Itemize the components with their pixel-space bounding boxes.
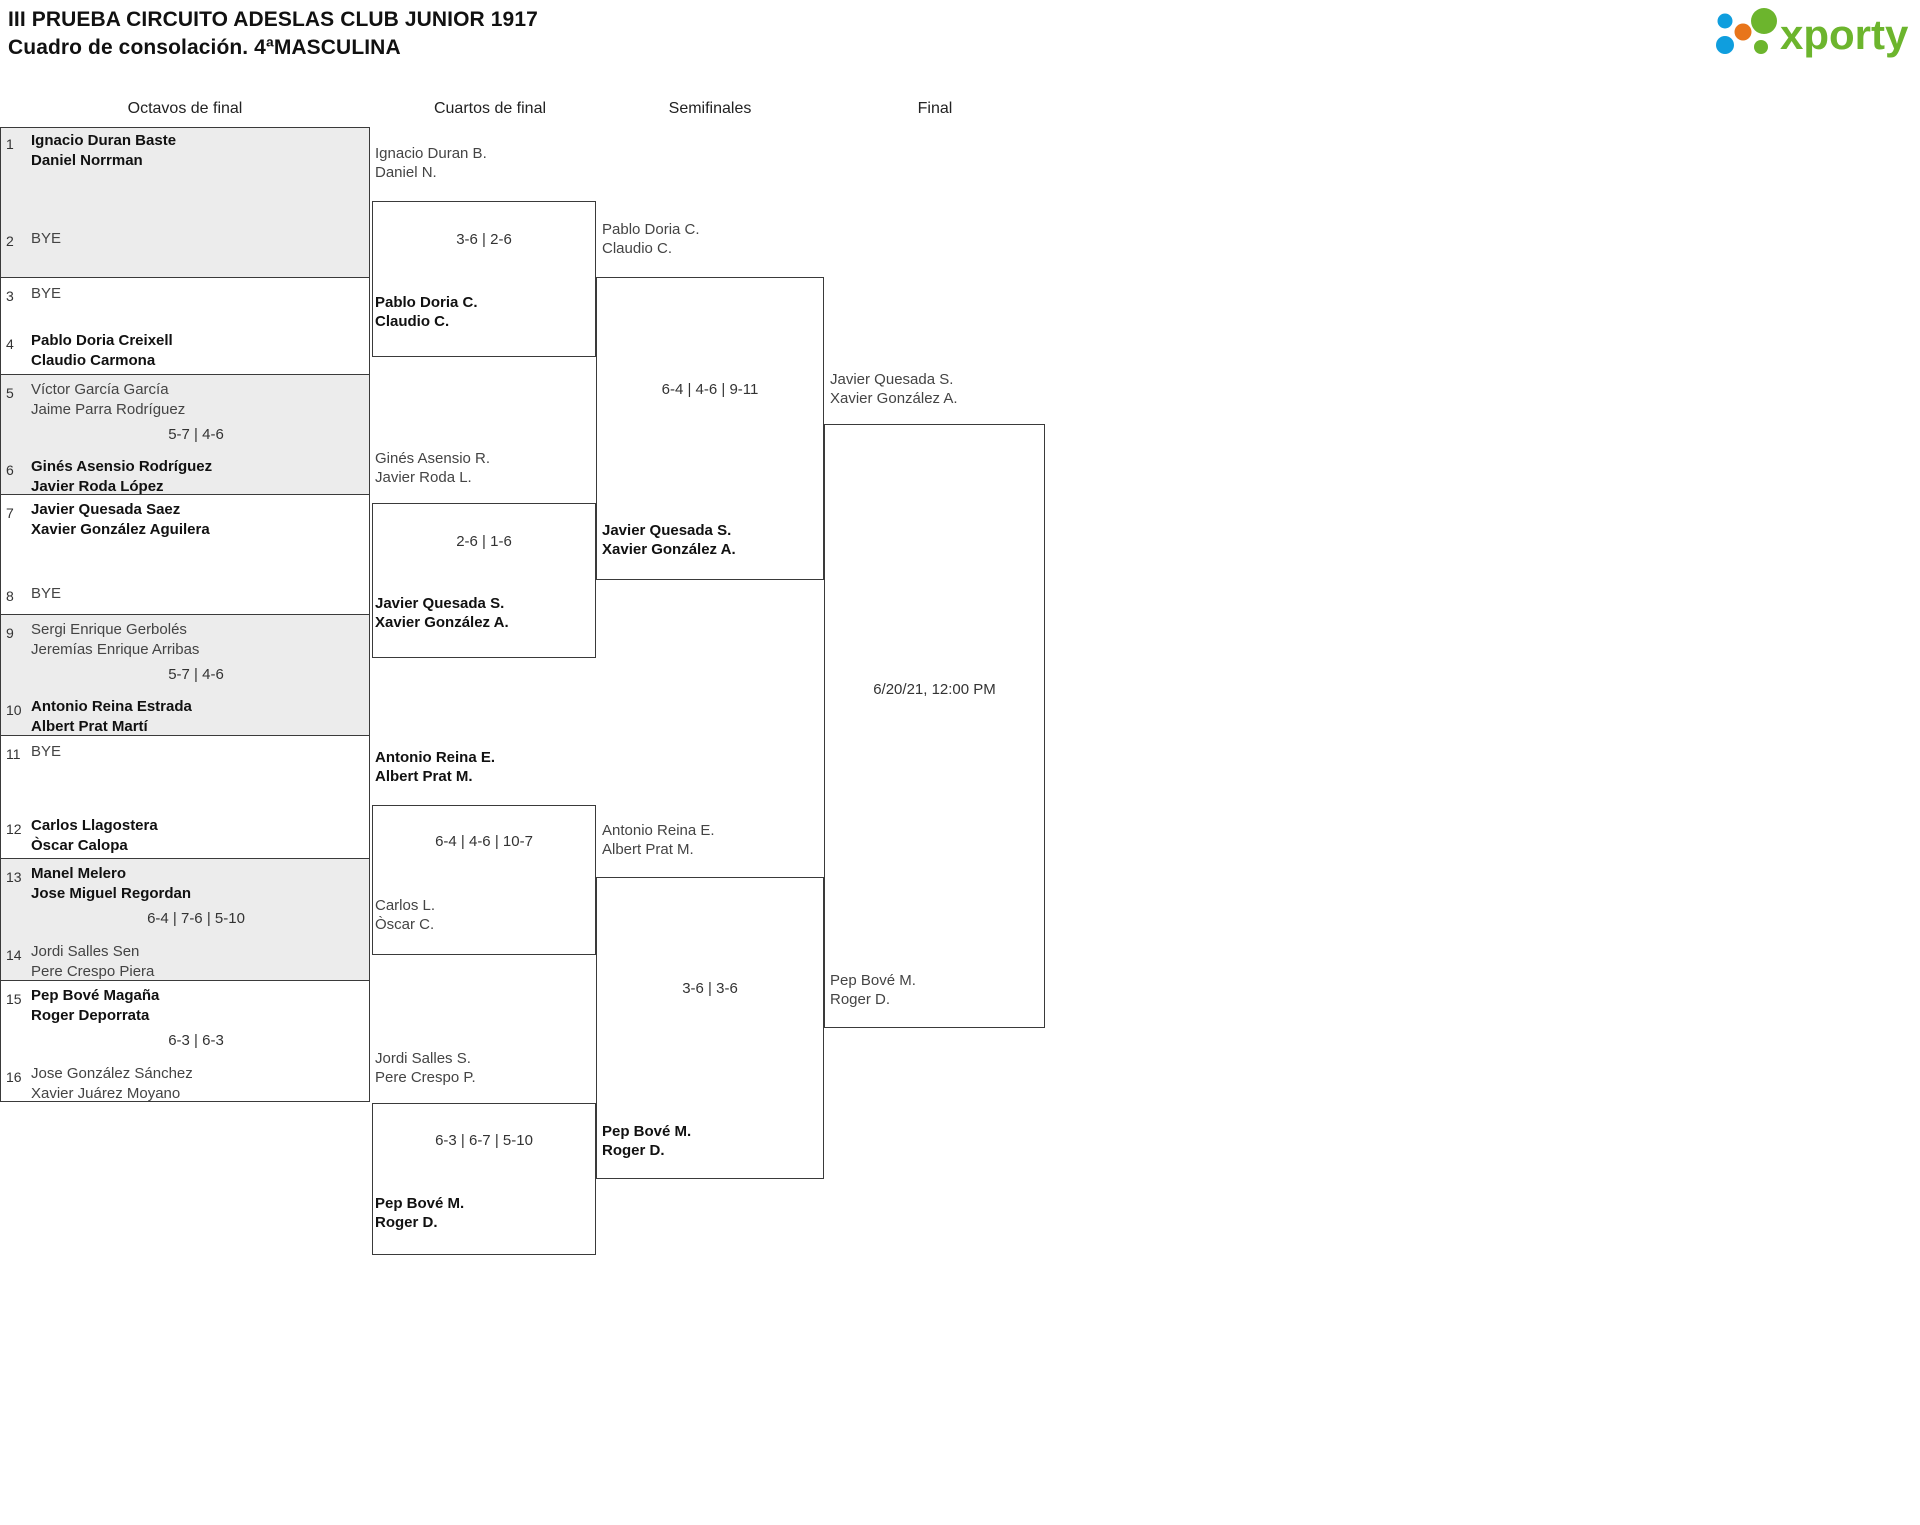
bracket-slot[interactable]: 7 Javier Quesada Saez Xavier González Ag… <box>0 494 370 614</box>
team-name: Antonio Reina E. Albert Prat M. <box>602 822 715 858</box>
team-name: Manel Melero Jose Miguel Regordan <box>31 865 192 902</box>
team-name: Javier Quesada S. Xavier González A. <box>602 522 736 558</box>
round-header-final: Final <box>917 100 953 117</box>
team-name: Carlos L. Òscar C. <box>375 897 436 933</box>
team-name: Pep Bové M. Roger D. <box>375 1195 465 1231</box>
seed-number: 16 <box>6 1069 22 1085</box>
seed-number: 11 <box>6 746 21 762</box>
match-score: 6-4 | 4-6 | 10-7 <box>435 833 533 850</box>
seed-number: 8 <box>6 588 14 604</box>
bracket-connector-box[interactable] <box>824 424 1045 1028</box>
xporty-logo[interactable]: xporty <box>1712 4 1912 62</box>
bracket-connector-box[interactable] <box>372 201 596 357</box>
seed-number: 10 <box>6 702 22 718</box>
match-score: 6-3 | 6-7 | 5-10 <box>435 1132 533 1149</box>
team-name: BYE <box>31 585 62 602</box>
team-name: Jose González Sánchez Xavier Juárez Moya… <box>31 1065 193 1102</box>
team-name: Pep Bové Magaña Roger Deporrata <box>31 987 160 1024</box>
team-name: Pablo Doria C. Claudio C. <box>602 221 700 257</box>
seed-number: 1 <box>6 136 14 152</box>
bracket-connector-box[interactable] <box>596 277 824 580</box>
team-name: Javier Quesada Saez Xavier González Agui… <box>31 501 210 538</box>
round-header-semifinales: Semifinales <box>668 100 752 117</box>
logo-wordmark: xporty <box>1780 11 1909 58</box>
team-name: Pep Bové M. Roger D. <box>830 972 916 1008</box>
match-score: 3-6 | 3-6 <box>682 980 738 997</box>
team-name: Pep Bové M. Roger D. <box>602 1123 692 1159</box>
team-name: Javier Quesada S. Xavier González A. <box>830 371 958 407</box>
team-name: Antonio Reina E. Albert Prat M. <box>375 749 495 785</box>
seed-number: 6 <box>6 462 14 478</box>
match-score: 5-7 | 4-6 <box>168 666 224 683</box>
round-header-cuartos: Cuartos de final <box>433 100 547 117</box>
seed-number: 7 <box>6 505 14 521</box>
team-name: Carlos Llagostera Òscar Calopa <box>31 817 158 854</box>
seed-number: 12 <box>6 821 22 837</box>
team-name: Víctor García García Jaime Parra Rodrígu… <box>31 381 186 418</box>
seed-number: 4 <box>6 336 14 352</box>
match-score: 3-6 | 2-6 <box>456 231 512 248</box>
bracket-slot[interactable]: 11 BYE 12 Carlos Llagostera Òscar Calopa <box>0 735 370 858</box>
team-name: Ginés Asensio R. Javier Roda L. <box>375 450 491 486</box>
logo-dots-icon <box>1716 8 1777 54</box>
bracket-slot[interactable]: 5 Víctor García García Jaime Parra Rodrí… <box>0 374 370 495</box>
seed-number: 14 <box>6 947 22 963</box>
bracket-connector-box[interactable] <box>372 503 596 658</box>
team-name: Javier Quesada S. Xavier González A. <box>375 595 509 631</box>
team-name: Jordi Salles Sen Pere Crespo Piera <box>31 943 155 980</box>
bracket-slot[interactable]: 9 Sergi Enrique Gerbolés Jeremías Enriqu… <box>0 614 370 735</box>
team-name: Ginés Asensio Rodríguez Javier Roda Lópe… <box>31 458 213 495</box>
bracket-connector-box[interactable] <box>372 1103 596 1255</box>
round-header-octavos: Octavos de final <box>127 100 243 117</box>
seed-number: 3 <box>6 288 14 304</box>
match-datetime: 6/20/21, 12:00 PM <box>873 681 996 698</box>
match-score: 5-7 | 4-6 <box>168 426 224 443</box>
team-name: Ignacio Duran B. Daniel N. <box>375 145 487 181</box>
bracket-slot[interactable]: 15 Pep Bové Magaña Roger Deporrata 6-3 |… <box>0 980 370 1102</box>
round-octavos-column: 1 Ignacio Duran Baste Daniel Norrman 2 B… <box>0 127 370 1102</box>
match-score: 2-6 | 1-6 <box>456 533 512 550</box>
seed-number: 2 <box>6 233 14 249</box>
team-name: Antonio Reina Estrada Albert Prat Martí <box>31 698 192 735</box>
team-name: Ignacio Duran Baste Daniel Norrman <box>31 132 177 169</box>
bracket-slot[interactable]: 3 BYE 4 Pablo Doria Creixell Claudio Car… <box>0 277 370 374</box>
page-title-block: III PRUEBA CIRCUITO ADESLAS CLUB JUNIOR … <box>8 6 1208 62</box>
tournament-title: III PRUEBA CIRCUITO ADESLAS CLUB JUNIOR … <box>8 8 538 31</box>
match-score: 6-4 | 4-6 | 9-11 <box>661 381 759 398</box>
team-name: BYE <box>31 285 62 302</box>
match-score: 6-3 | 6-3 <box>168 1032 224 1049</box>
match-score: 6-4 | 7-6 | 5-10 <box>147 910 245 927</box>
bracket-connector-box[interactable] <box>372 805 596 955</box>
team-name: Sergi Enrique Gerbolés Jeremías Enrique … <box>31 621 200 658</box>
bracket-slot[interactable]: 13 Manel Melero Jose Miguel Regordan 6-4… <box>0 858 370 980</box>
bracket-slot[interactable]: 1 Ignacio Duran Baste Daniel Norrman 2 B… <box>0 127 370 277</box>
draw-subtitle: Cuadro de consolación. 4ªMASCULINA <box>8 36 401 59</box>
team-name: Pablo Doria C. Claudio C. <box>375 294 478 330</box>
seed-number: 9 <box>6 625 14 641</box>
seed-number: 13 <box>6 869 22 885</box>
team-name: Jordi Salles S. Pere Crespo P. <box>375 1050 476 1086</box>
bracket-connector-box[interactable] <box>596 877 824 1179</box>
seed-number: 5 <box>6 385 14 401</box>
team-name: Pablo Doria Creixell Claudio Carmona <box>31 332 173 369</box>
seed-number: 15 <box>6 991 22 1007</box>
team-name: BYE <box>31 230 62 247</box>
team-name: BYE <box>31 743 62 760</box>
